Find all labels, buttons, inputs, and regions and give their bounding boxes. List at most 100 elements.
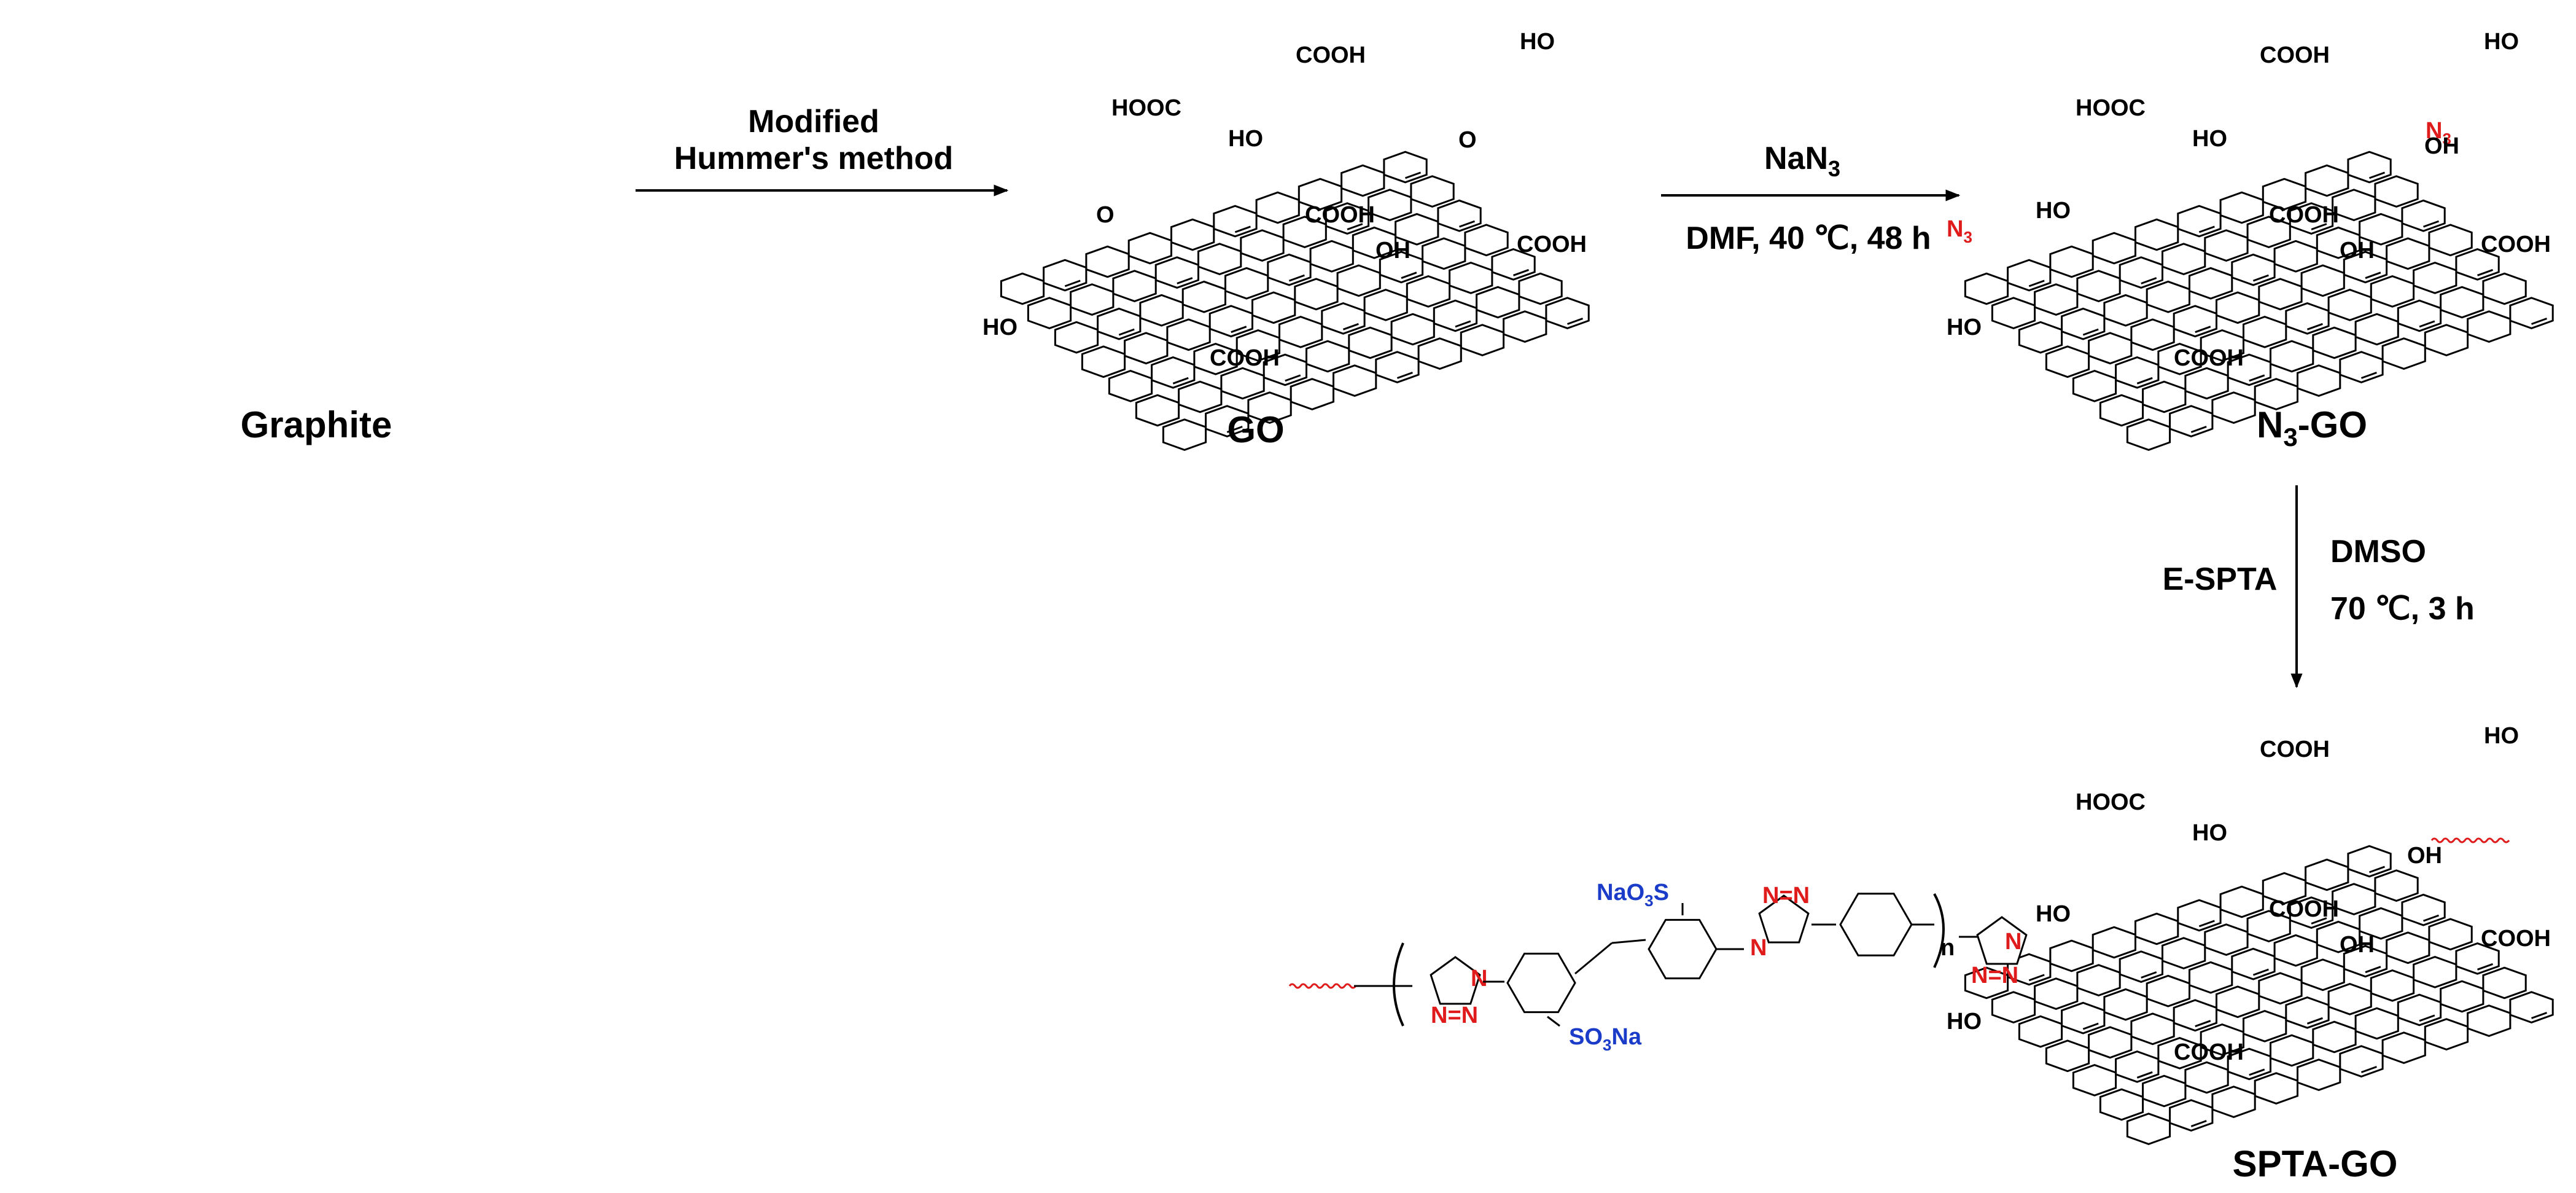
carbon-ring <box>2177 205 2222 238</box>
carbon-ring <box>1518 272 1563 305</box>
double-bond <box>2419 320 2435 328</box>
carbon-ring <box>367 276 412 305</box>
carbon-ring <box>2204 229 2249 262</box>
double-bond <box>2249 374 2265 382</box>
double-bond <box>1458 220 1476 228</box>
repeat-bracket-left <box>1393 942 1404 1027</box>
carbon-ring <box>1112 270 1157 302</box>
repeat-bracket-right <box>1933 893 1945 968</box>
step3-solvent: DMSO <box>2330 534 2426 569</box>
carbon-ring <box>2327 289 2372 321</box>
carbon-ring <box>2297 1058 2341 1091</box>
double-bond <box>2422 220 2440 228</box>
carbon-ring <box>2184 1061 2229 1094</box>
carbon-ring <box>2103 294 2148 327</box>
double-bond <box>1512 268 1530 276</box>
carbon-ring <box>2424 324 2469 356</box>
double-bond <box>2531 318 2548 325</box>
carbon-ring <box>494 267 539 296</box>
carbon-ring <box>2126 418 2171 451</box>
carbon-ring <box>418 219 463 248</box>
carbon-ring <box>500 227 546 256</box>
carbon-ring <box>2354 1007 2399 1040</box>
double-bond <box>1172 377 1189 385</box>
carbon-ring <box>233 326 278 355</box>
carbon-ring <box>80 230 126 259</box>
hooc-group: HOOC <box>1111 95 1181 121</box>
carbon-ring <box>2088 332 2133 365</box>
carbon-ring <box>169 197 215 226</box>
double-bond <box>2136 377 2153 385</box>
triazole-ring <box>1430 956 1481 1005</box>
double-bond <box>2082 1022 2099 1030</box>
triazole-ring <box>1976 916 2028 965</box>
carbon-ring <box>2184 367 2229 400</box>
carbon-ring <box>2189 961 2233 994</box>
carbon-ring <box>2243 316 2287 348</box>
step1-method-line2: Hummer's method <box>674 141 953 176</box>
carbon-ring <box>2343 945 2388 978</box>
carbon-ring <box>1247 391 1292 424</box>
carbon-ring <box>1449 262 1493 294</box>
carbon-ring <box>2169 1099 2214 1132</box>
carbon-ring <box>2482 272 2527 305</box>
double-bond <box>2190 426 2207 433</box>
carbon-ring <box>226 367 271 396</box>
carbon-ring <box>424 179 470 208</box>
carbon-ring <box>2142 1074 2187 1108</box>
carbon-ring <box>1181 280 1226 313</box>
double-bond <box>1064 280 1081 287</box>
cooh-group: COOH <box>1517 232 1587 257</box>
carbon-ring <box>2142 380 2187 413</box>
carbon-ring <box>2173 999 2217 1032</box>
carbon-ring <box>2273 240 2318 273</box>
carbon-ring <box>1321 302 1366 335</box>
carbon-ring <box>2072 370 2117 402</box>
carbon-ring <box>2397 299 2442 332</box>
carbon-ring <box>1383 151 1428 184</box>
carbon-ring <box>393 114 438 143</box>
carbon-ring <box>2509 297 2554 329</box>
carbon-ring <box>1422 237 1466 270</box>
carbon-ring <box>1263 353 1307 386</box>
double-bond <box>2368 866 2386 874</box>
carbon-ring <box>2146 280 2190 313</box>
sodium-sulfonate-group: NaO3S <box>1597 880 1669 910</box>
double-bond <box>2419 1014 2435 1022</box>
carbon-ring <box>2018 1015 2063 1048</box>
carbon-ring <box>2455 248 2500 281</box>
carbon-ring <box>2092 926 2136 959</box>
ho-group: HO <box>2192 126 2227 152</box>
carbon-ring <box>201 262 246 291</box>
carbon-ring <box>1139 294 1184 327</box>
carbon-ring <box>2162 937 2206 969</box>
carbon-ring <box>405 300 450 329</box>
carbon-ring <box>2119 256 2163 289</box>
carbon-ring <box>2424 1018 2469 1050</box>
carbon-ring <box>431 138 477 167</box>
go-label: GO <box>1227 409 1284 450</box>
cooh-group: COOH <box>2260 42 2330 68</box>
carbon-ring <box>1363 289 1408 321</box>
carbon-ring <box>208 221 253 250</box>
carbon-ring <box>2219 191 2264 224</box>
carbon-ring <box>329 252 374 281</box>
carbon-ring <box>1433 299 1478 332</box>
double-bond <box>2477 963 2494 971</box>
carbon-ring <box>252 205 298 233</box>
carbon-ring <box>2300 264 2345 297</box>
carbon-ring <box>322 293 367 322</box>
hooc-group: HOOC <box>2076 789 2146 815</box>
carbon-ring <box>2273 934 2318 967</box>
carbon-ring <box>2134 912 2179 945</box>
carbon-ring <box>2413 956 2457 988</box>
carbon-ring <box>373 236 419 265</box>
benzene-ring <box>1839 893 1913 956</box>
carbon-ring <box>1309 240 1354 273</box>
carbon-ring <box>2200 1023 2244 1056</box>
carbon-ring <box>2482 966 2527 999</box>
